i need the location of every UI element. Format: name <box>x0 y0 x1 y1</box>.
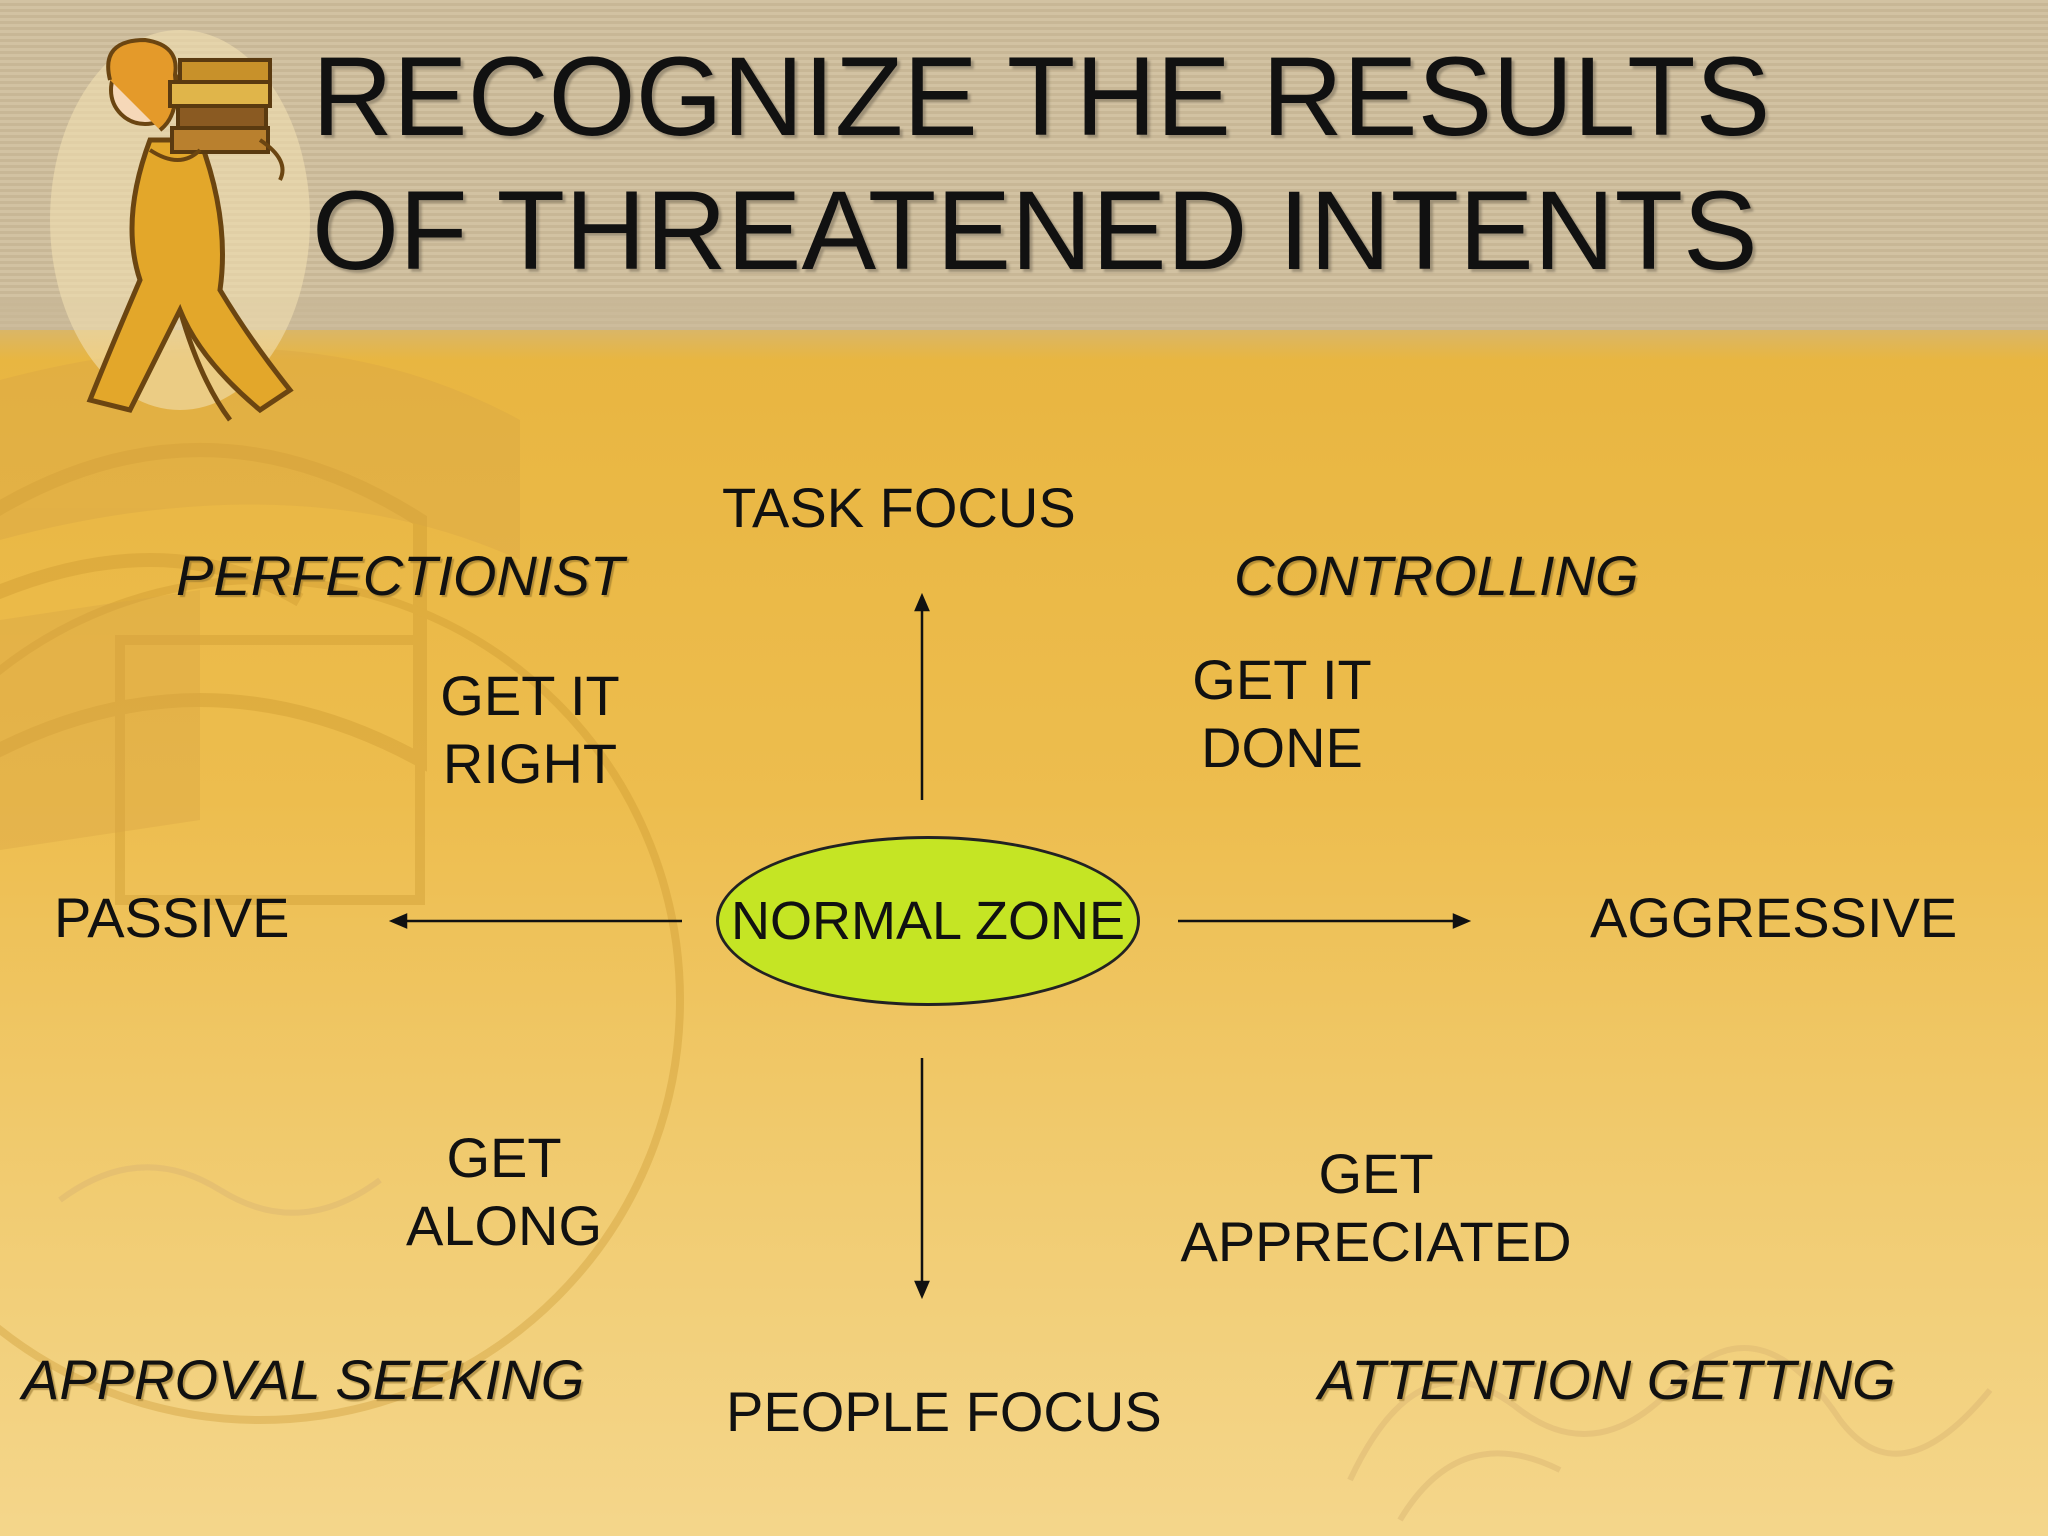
intent-line: RIGHT <box>442 732 618 795</box>
title-banner <box>0 0 2048 330</box>
title-line-1: RECOGNIZE THE RESULTS <box>312 34 1771 159</box>
quadrant-intent-top-left: GET IT RIGHT <box>408 662 652 798</box>
intent-line: GET <box>446 1126 562 1189</box>
title-line-2: OF THREATENED INTENTS <box>312 168 1758 293</box>
quadrant-intent-top-right: GET IT DONE <box>1160 646 1404 782</box>
normal-zone-ellipse: NORMAL ZONE <box>716 836 1140 1006</box>
intent-line: ALONG <box>405 1194 603 1257</box>
quadrant-style-bottom-right: ATTENTION GETTING <box>1318 1348 1896 1411</box>
intent-line: GET IT <box>440 664 620 727</box>
axis-label-bottom: PEOPLE FOCUS <box>726 1380 1162 1443</box>
normal-zone-label: NORMAL ZONE <box>730 891 1126 951</box>
intent-line: GET <box>1318 1142 1434 1205</box>
quadrant-style-bottom-left: APPROVAL SEEKING <box>22 1348 585 1411</box>
quadrant-intent-bottom-left: GET ALONG <box>384 1124 624 1260</box>
axis-label-left: PASSIVE <box>54 886 290 949</box>
slide-title: RECOGNIZE THE RESULTS OF THREATENED INTE… <box>312 30 1770 298</box>
axis-label-right: AGGRESSIVE <box>1590 886 1958 949</box>
intent-line: APPRECIATED <box>1180 1210 1572 1273</box>
axis-label-top: TASK FOCUS <box>722 476 1076 539</box>
banner-fade <box>0 300 2048 360</box>
woman-carrying-books-clipart <box>50 30 310 422</box>
quadrant-intent-bottom-right: GET APPRECIATED <box>1152 1140 1600 1276</box>
intent-line: GET IT <box>1192 648 1372 711</box>
intent-line: DONE <box>1201 716 1363 779</box>
quadrant-style-top-right: CONTROLLING <box>1234 544 1639 607</box>
quadrant-style-top-left: PERFECTIONIST <box>176 544 625 607</box>
